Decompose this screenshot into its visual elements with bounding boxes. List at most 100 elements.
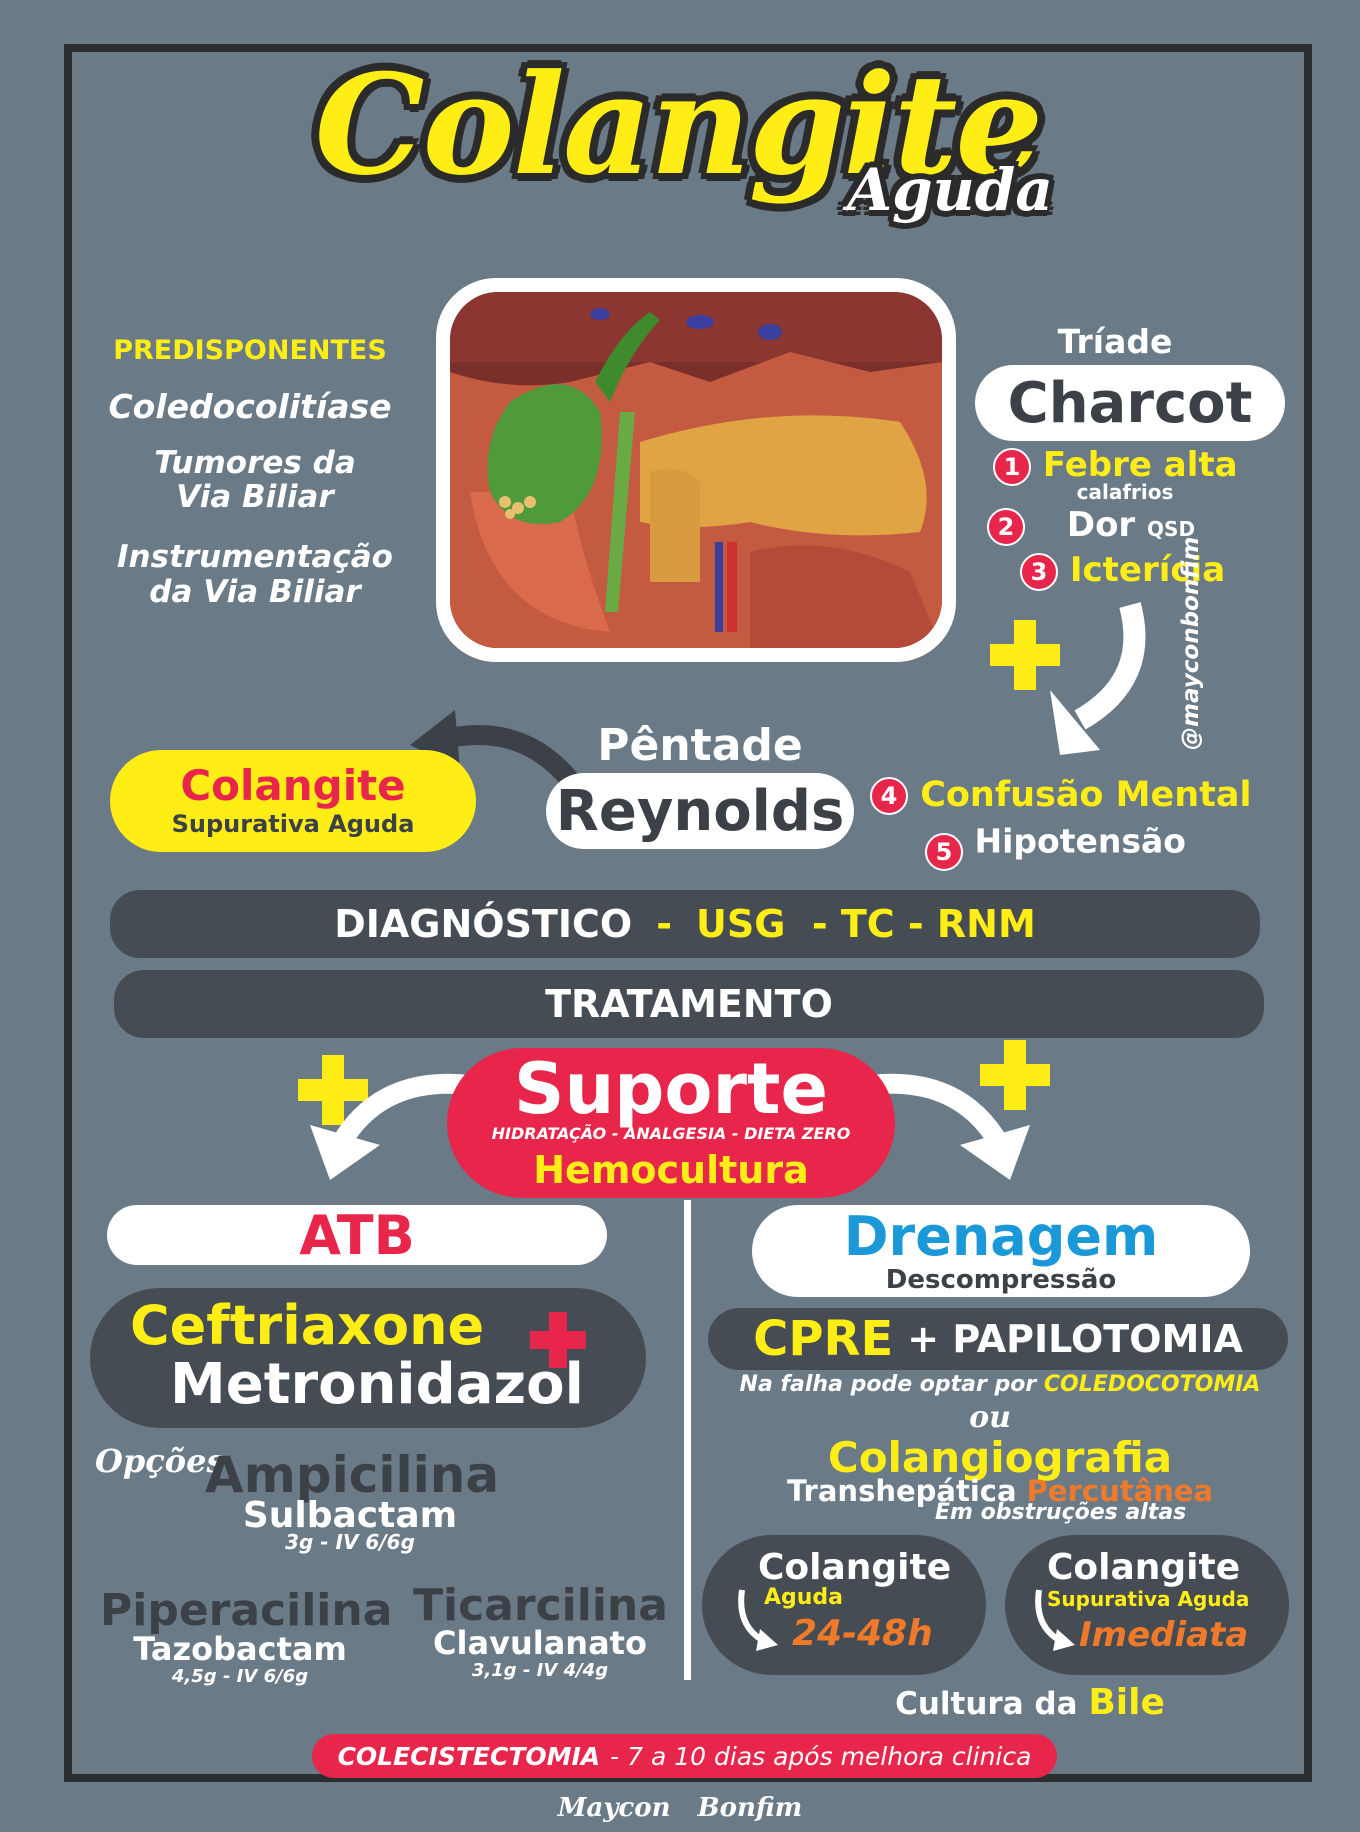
atb-main-regimen: Ceftriaxone Metronidazol	[90, 1288, 646, 1428]
ou-label: ou	[969, 1400, 1011, 1435]
charcot-item-text: Dor	[1066, 505, 1136, 545]
colangiografia: Colangiografia	[827, 1433, 1173, 1482]
column-divider	[684, 1200, 691, 1680]
reynolds-item-5: 5 Hipotensão	[925, 815, 1265, 871]
predisponentes-heading: PREDISPONENTES	[113, 335, 387, 366]
alt-drug-dose: 4,5g - IV 6/6g	[171, 1666, 309, 1687]
charcot-item-note: QSD	[1147, 517, 1196, 541]
reynolds-item-4: 4 Confusão Mental	[870, 775, 1270, 815]
reynolds-item-text: Confusão Mental	[920, 775, 1252, 815]
cultura-line: Cultura da Bile	[800, 1682, 1260, 1723]
predisponente-item: Instrumentação	[117, 539, 393, 575]
colecistectomia-bar: COLECISTECTOMIA - 7 a 10 dias após melho…	[312, 1734, 1057, 1778]
charcot-item-note: calafrios	[1076, 480, 1174, 504]
atb-label: ATB	[299, 1203, 415, 1267]
diagnostico-separator: -	[656, 902, 672, 946]
supurativa-title: Colangite	[180, 761, 406, 810]
predisponente-item: Coledocolitíase	[108, 387, 392, 426]
charcot-pill: Charcot	[975, 365, 1285, 441]
colecistectomia-label: COLECISTECTOMIA	[337, 1741, 601, 1771]
falha-option: COLEDOCOTOMIA	[1043, 1372, 1261, 1397]
supurativa-sub: Supurativa Aguda	[171, 810, 415, 838]
timing-title: Colangite	[758, 1547, 952, 1588]
alt-drug-combo: Sulbactam	[242, 1495, 458, 1536]
curved-arrow-icon	[1050, 602, 1146, 755]
cpre-extra: + PAPILOTOMIA	[907, 1317, 1243, 1361]
reynolds-item-text: Hipotensão	[974, 821, 1186, 861]
suporte-sub: HIDRATAÇÃO - ANALGESIA - DIETA ZERO	[491, 1124, 851, 1143]
tratamento-bar: TRATAMENTO	[114, 970, 1264, 1038]
curved-arrow-icon	[738, 1589, 778, 1651]
alt-drug-dose: 3,1g - IV 4/4g	[471, 1660, 609, 1681]
diagnostico-exams: USG - TC - RNM	[696, 902, 1036, 946]
colecistectomia-text: - 7 a 10 dias após melhora clinica	[610, 1741, 1032, 1771]
pentade-label: Pêntade	[597, 720, 803, 771]
charcot-item-1: 1 Febre alta	[993, 445, 1293, 486]
trans-2: Percutânea	[1026, 1474, 1214, 1508]
alt-drug-dose: 3g - IV 6/6g	[285, 1530, 415, 1554]
opcoes-label: Opções	[95, 1442, 225, 1480]
drenagem-label: Drenagem	[843, 1205, 1159, 1268]
number-badge: 2	[987, 507, 1025, 546]
author-signature: Maycon Bonfim	[557, 1793, 803, 1823]
charcot-item-text: Icterícia	[1069, 550, 1226, 590]
tratamento-label: TRATAMENTO	[545, 982, 833, 1026]
timing-sub: Aguda	[764, 1585, 844, 1610]
plus-icon	[990, 620, 1060, 690]
suporte-pill: Suporte HIDRATAÇÃO - ANALGESIA - DIETA Z…	[447, 1048, 895, 1198]
cultura-text: Cultura da	[895, 1686, 1078, 1722]
atb-drug-1: Ceftriaxone	[130, 1294, 485, 1357]
plus-icon	[980, 1040, 1050, 1110]
reynolds-pill: Reynolds	[546, 773, 854, 849]
drenagem-pill: Drenagem Descompressão	[752, 1205, 1250, 1297]
title-sub: Aguda	[847, 156, 1053, 224]
plus-icon	[530, 1312, 586, 1368]
diagnostico-label: DIAGNÓSTICO	[334, 902, 633, 946]
curved-arrow-icon	[1035, 1589, 1075, 1651]
timing-title: Colangite	[1047, 1547, 1241, 1588]
curved-arrow-icon	[310, 1073, 472, 1180]
alt-drug-name: Piperacilina	[100, 1585, 393, 1636]
trans-1: Transhepática	[786, 1474, 1017, 1508]
alt-drug-name: Ampicilina	[205, 1446, 500, 1504]
social-handle: @mayconbonfim	[1178, 536, 1204, 750]
falha-line: Na falha pode optar por COLEDOCOTOMIA	[700, 1372, 1300, 1397]
timing-aguda: Colangite Aguda 24-48h	[702, 1535, 986, 1675]
predisponente-item: da Via Biliar	[149, 574, 361, 610]
reynolds-name: Reynolds	[555, 778, 845, 844]
number-badge: 5	[925, 833, 963, 871]
charcot-item-text: Febre alta	[1042, 445, 1238, 485]
predisponente-item: Via Biliar	[176, 479, 334, 515]
charcot-name: Charcot	[1007, 370, 1253, 436]
transhepatica-line: Transhepática Percutânea	[720, 1474, 1280, 1508]
number-badge: 1	[993, 447, 1031, 486]
cpre-bar: CPRE + PAPILOTOMIA	[708, 1308, 1288, 1370]
cpre-label: CPRE	[753, 1311, 894, 1367]
alt-drug-combo: Clavulanato	[433, 1624, 647, 1662]
alt-drug-combo: Tazobactam	[133, 1630, 347, 1668]
triade-label: Tríade	[1057, 322, 1173, 361]
obstrucoes: Em obstruções altas	[935, 1500, 1187, 1525]
atb-drug-2: Metronidazol	[170, 1352, 584, 1417]
predisponente-item: Tumores da	[154, 445, 356, 481]
anatomy-illustration	[450, 292, 942, 648]
charcot-item-3: 3 Icterícia	[1020, 550, 1300, 591]
alt-drug-name: Ticarcilina	[413, 1580, 668, 1631]
drenagem-sub: Descompressão	[885, 1265, 1117, 1295]
plus-icon	[298, 1055, 368, 1125]
title-main: Colangite	[314, 43, 1044, 206]
timing-time: 24-48h	[792, 1613, 933, 1654]
atb-pill: ATB	[107, 1203, 607, 1267]
cultura-highlight: Bile	[1088, 1682, 1165, 1723]
curved-arrow-icon	[868, 1073, 1030, 1180]
diagnostico-bar: DIAGNÓSTICO - USG - TC - RNM	[110, 890, 1260, 958]
timing-time: Imediata	[1079, 1615, 1249, 1655]
poster-frame	[64, 44, 1312, 1782]
biliary-anatomy-image	[436, 278, 956, 662]
number-badge: 4	[870, 777, 908, 815]
supurativa-pill: Colangite Supurativa Aguda	[110, 750, 476, 852]
suporte-title: Suporte	[514, 1048, 828, 1130]
charcot-item-2: 2 Dor QSD	[987, 505, 1287, 546]
timing-sub: Supurativa Aguda	[1047, 1587, 1250, 1611]
number-badge: 3	[1020, 552, 1058, 591]
